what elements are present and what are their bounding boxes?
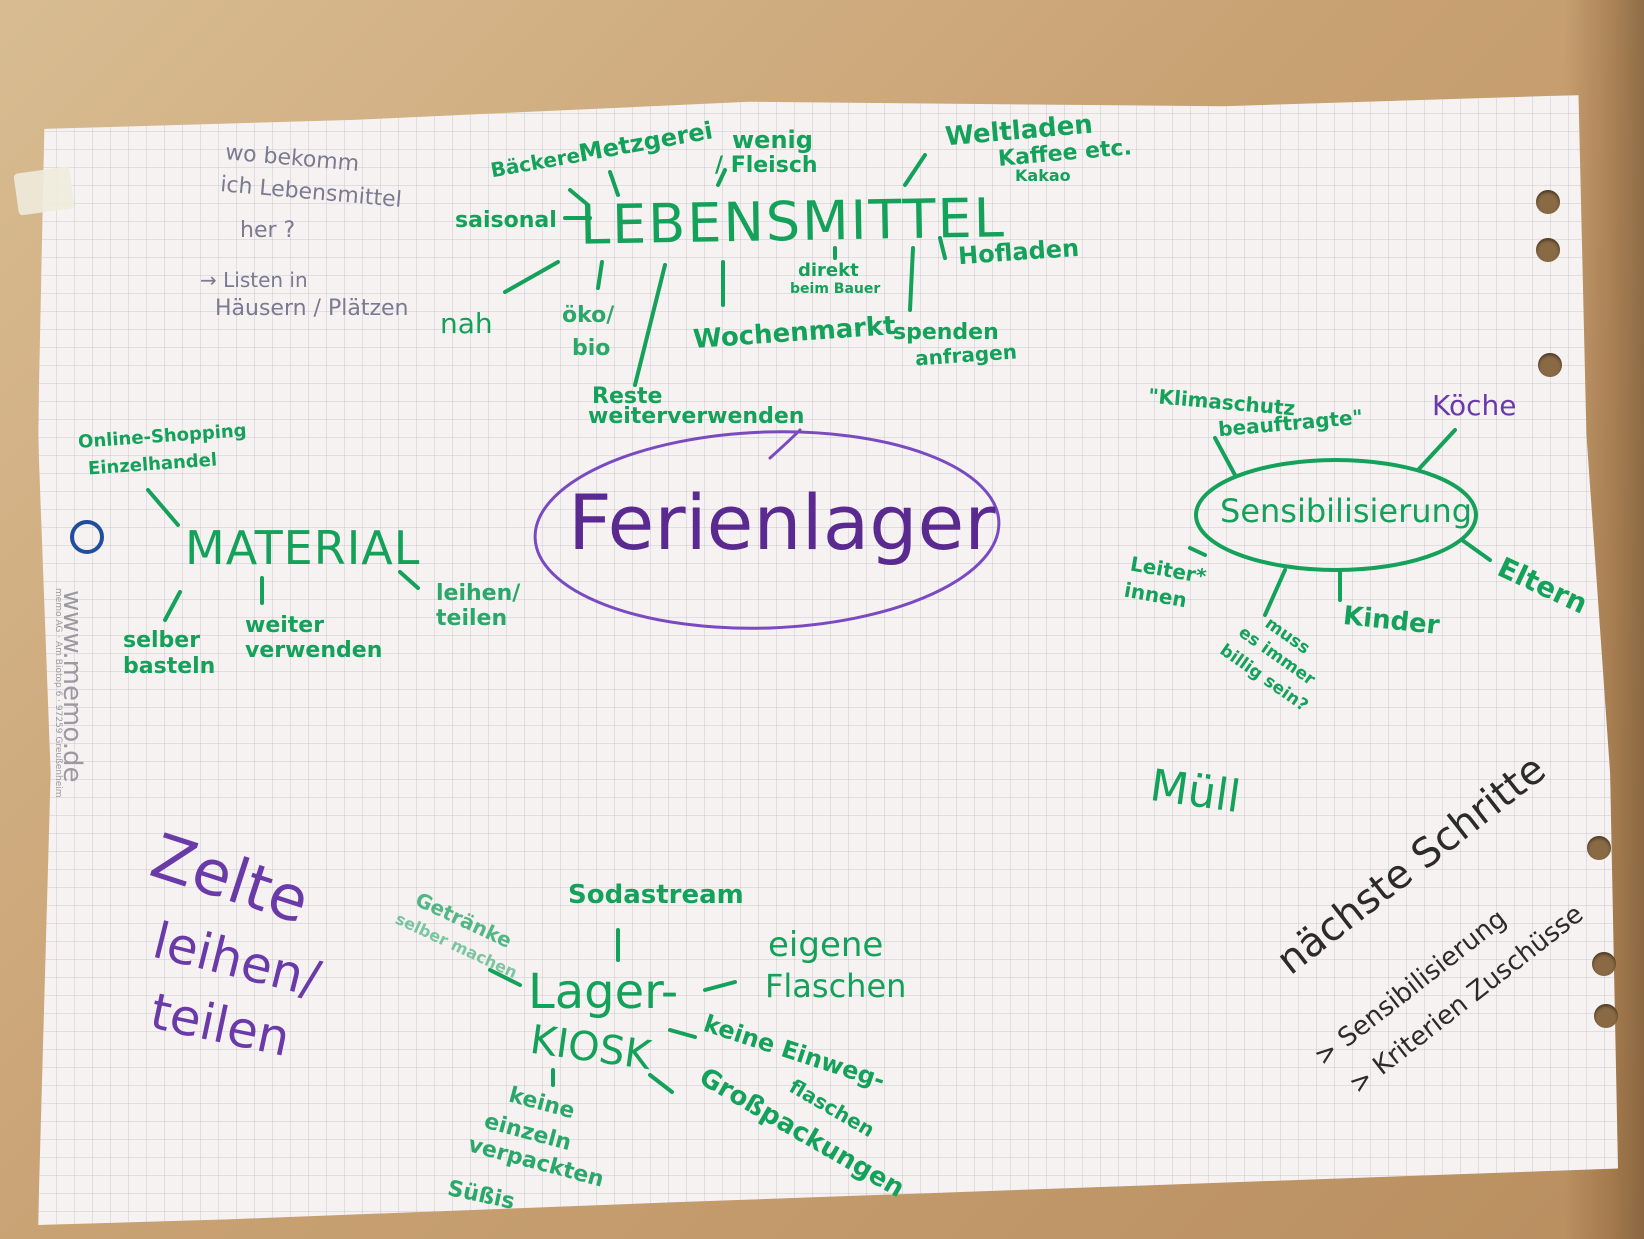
lager-label: Lager- [528,964,679,1020]
punch-hole [1536,190,1560,214]
flipchart-paper [38,95,1618,1225]
line-koeche [1416,428,1457,472]
line-eigene [703,980,737,992]
kakao-label: Kakao [1015,166,1071,185]
line-keine-einweg [668,1028,697,1039]
line-getraenke [488,968,522,987]
sodastream-label: Sodastream [568,880,744,910]
sensibilisierung-ellipse [1194,458,1478,572]
line-online [146,488,180,527]
teilen-material-label: teilen [436,606,508,631]
koeche-label: Köche [1432,389,1517,422]
line-nah [503,260,560,294]
spenden-label: spenden [893,320,999,345]
center-ellipse [533,430,1001,630]
line-gross [648,1073,674,1094]
line-spenden [908,246,915,312]
line-metzgerei [608,170,620,197]
lebensmittel-title: LEBENSMITTEL [579,186,1007,257]
direkt-label: direkt [798,260,859,281]
leihen-material-label: leihen/ [436,581,521,606]
bio-label: bio [572,336,611,361]
wenig-label: wenig [732,126,813,154]
line-selber [163,590,182,622]
punch-hole [1538,353,1562,377]
question-line-3: her ? [240,218,296,243]
punch-hole [1587,836,1611,860]
center-topic: Ferienlager [568,478,996,567]
muell-topic: Müll [1146,759,1244,824]
line-weltladen [903,153,927,187]
line-leihen [398,570,420,590]
line-eltern [1460,538,1492,562]
listen-note-2: Häusern / Plätzen [215,296,409,321]
line-muss [1263,568,1287,617]
line-oeko [596,260,604,290]
saisonal-label: saisonal [455,208,557,233]
line-klimaschutz [1213,436,1237,477]
line-wenig [716,168,727,187]
line-baeckerei [568,188,590,207]
nah-label: nah [440,307,493,340]
verwenden-label: verwenden [245,638,383,663]
line-leiter [1188,546,1207,557]
flaschen-label: Flaschen [765,967,907,1005]
weiterverwenden-label: weiterverwenden [588,404,805,429]
fleisch-label: / Fleisch [715,153,818,178]
punch-hole [1592,952,1616,976]
selber-label: selber [123,628,201,653]
oeko-label: öko/ [562,303,615,328]
center-ellipse-tail [768,428,802,460]
eigene-label: eigene [768,925,884,965]
listen-note-1: → Listen in [200,268,308,292]
line-reste [633,263,667,387]
punch-hole [1536,238,1560,262]
memo-address: memo AG · Am Biotop 6 · 97259 Greußenhei… [53,588,63,798]
material-title: MATERIAL [185,521,421,575]
beim-bauer-label: beim Bauer [790,281,881,297]
basteln-label: basteln [123,654,216,679]
line-hofladen [938,236,947,260]
punch-hole [1594,1004,1618,1028]
memo-logo [70,520,104,554]
reste-label: Reste [592,384,663,409]
anfragen-label: anfragen [914,339,1018,371]
sensibilisierung-title: Sensibilisierung [1220,492,1473,530]
weiter-label: weiter [245,613,325,638]
